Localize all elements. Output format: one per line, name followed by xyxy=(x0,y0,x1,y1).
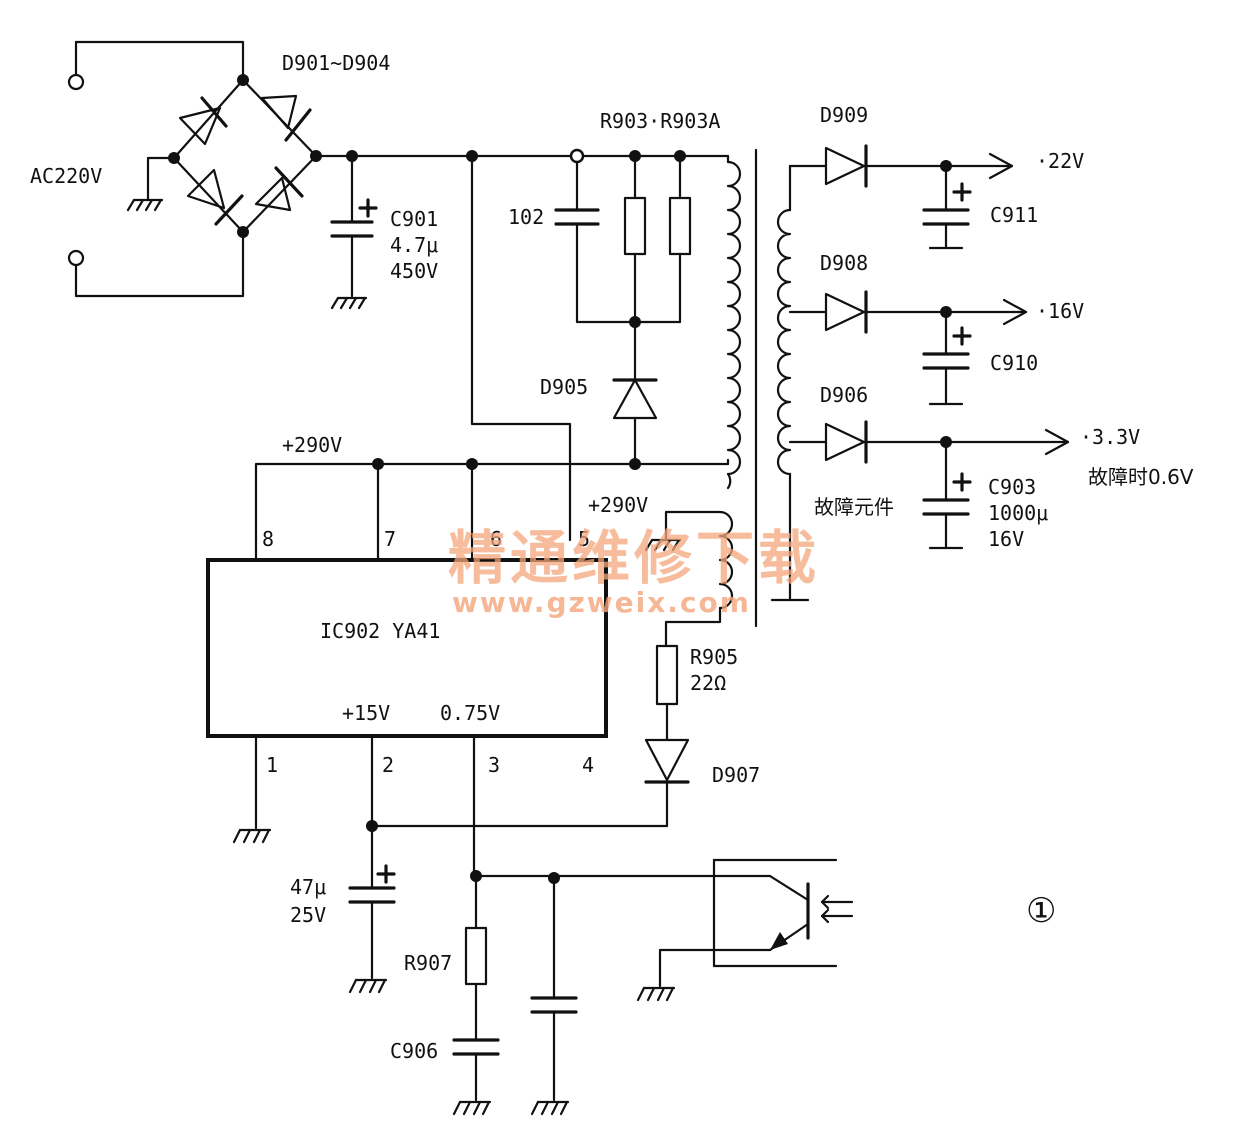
label-c903-cap: 1000μ xyxy=(988,501,1048,525)
output-22v xyxy=(824,144,1014,250)
capacitor-pin3 xyxy=(530,996,578,1014)
label-c901-name: C901 xyxy=(390,207,438,231)
watermark-cn: 精通维修下载 xyxy=(448,524,820,592)
aux-winding xyxy=(644,510,734,648)
bridge-rectifier xyxy=(168,74,322,238)
dc-bus xyxy=(314,148,730,164)
label-c47-volt: 25V xyxy=(290,903,326,927)
label-pin3: 3 xyxy=(488,753,500,777)
label-resistors-top: R903·R903A xyxy=(600,109,720,133)
label-c47-cap: 47μ xyxy=(290,875,326,899)
diode-d907 xyxy=(370,738,690,828)
label-c903-volt: 16V xyxy=(988,527,1024,551)
ground-symbol-aux xyxy=(644,538,682,552)
label-c906: C906 xyxy=(390,1039,438,1063)
resistor-r903a xyxy=(668,196,692,256)
bridge-diode-tl xyxy=(178,96,228,146)
output-16v xyxy=(824,290,1028,406)
label-pin2: 2 xyxy=(382,753,394,777)
label-d908: D908 xyxy=(820,251,868,275)
watermark: 精通维修下载 www.gzweix.com xyxy=(448,524,820,619)
label-pin5: 5 xyxy=(578,527,590,551)
bridge-diode-tr xyxy=(260,94,312,142)
resistor-r907 xyxy=(464,926,488,986)
diode-d905 xyxy=(612,378,658,420)
label-out-22v: ·22V xyxy=(1036,149,1084,173)
label-d907: D907 xyxy=(712,763,760,787)
label-r905-name: R905 xyxy=(690,645,738,669)
label-r905-val: 22Ω xyxy=(690,671,726,695)
ground-symbol-c901 xyxy=(330,296,368,310)
label-c903-name: C903 xyxy=(988,475,1036,499)
label-d906: D906 xyxy=(820,383,868,407)
ground-symbol-pin1 xyxy=(232,828,272,844)
label-290v-mid: +290V xyxy=(588,493,648,517)
label-ic-v075: 0.75V xyxy=(440,701,500,725)
watermark-url: www.gzweix.com xyxy=(452,586,751,619)
label-ac-input: AC220V xyxy=(30,164,102,188)
label-c911: C911 xyxy=(990,203,1038,227)
snubber-network xyxy=(554,154,692,466)
label-pin8: 8 xyxy=(262,527,274,551)
label-c901-volt: 450V xyxy=(390,259,438,283)
label-fault-value: 故障时0.6V xyxy=(1088,465,1194,489)
diode-d909 xyxy=(824,144,868,188)
label-ic-v15: +15V xyxy=(342,701,390,725)
label-figure-number: ① xyxy=(1026,891,1056,931)
transformer-primary xyxy=(726,154,742,490)
label-d905: D905 xyxy=(540,375,588,399)
ground-symbol-cap-pin3 xyxy=(530,1100,570,1116)
label-out-16v: ·16V xyxy=(1036,299,1084,323)
resistor-r903 xyxy=(623,196,647,256)
label-pin6: 6 xyxy=(490,527,502,551)
label-c102: 102 xyxy=(508,205,544,229)
ground-symbol-47u xyxy=(348,978,388,994)
label-290v-left: +290V xyxy=(282,433,342,457)
bridge-diode-br xyxy=(254,166,304,212)
label-pin1: 1 xyxy=(266,753,278,777)
label-d909: D909 xyxy=(820,103,868,127)
capacitor-47u xyxy=(348,824,396,994)
wire-bus-to-pin5 xyxy=(470,154,572,542)
label-pin4: 4 xyxy=(582,753,594,777)
bridge-diode-bl xyxy=(186,168,244,226)
label-r907: R907 xyxy=(404,951,452,975)
capacitor-c906 xyxy=(452,1038,500,1056)
label-c901-cap: 4.7μ xyxy=(390,233,438,257)
diode-d908 xyxy=(824,290,868,334)
ac-input xyxy=(67,40,245,298)
pin3-network xyxy=(452,870,716,1116)
rail-290v xyxy=(254,458,730,562)
label-pin7: 7 xyxy=(384,527,396,551)
ground-symbol-c906 xyxy=(452,1100,492,1116)
ground-symbol-ac xyxy=(126,198,164,212)
label-out-3v3: ·3.3V xyxy=(1080,425,1140,449)
label-c910: C910 xyxy=(990,351,1038,375)
resistor-r905 xyxy=(655,644,679,742)
ground-symbol-opto xyxy=(636,986,676,1002)
optocoupler xyxy=(636,858,854,1002)
label-fault-part: 故障元件 xyxy=(814,495,894,519)
label-ic-name: IC902 YA41 xyxy=(320,619,440,643)
label-bridge: D901~D904 xyxy=(282,51,390,75)
output-3v3 xyxy=(824,420,1070,550)
transformer-secondary xyxy=(770,164,828,602)
capacitor-c901 xyxy=(330,154,378,310)
diode-d906 xyxy=(824,420,868,464)
